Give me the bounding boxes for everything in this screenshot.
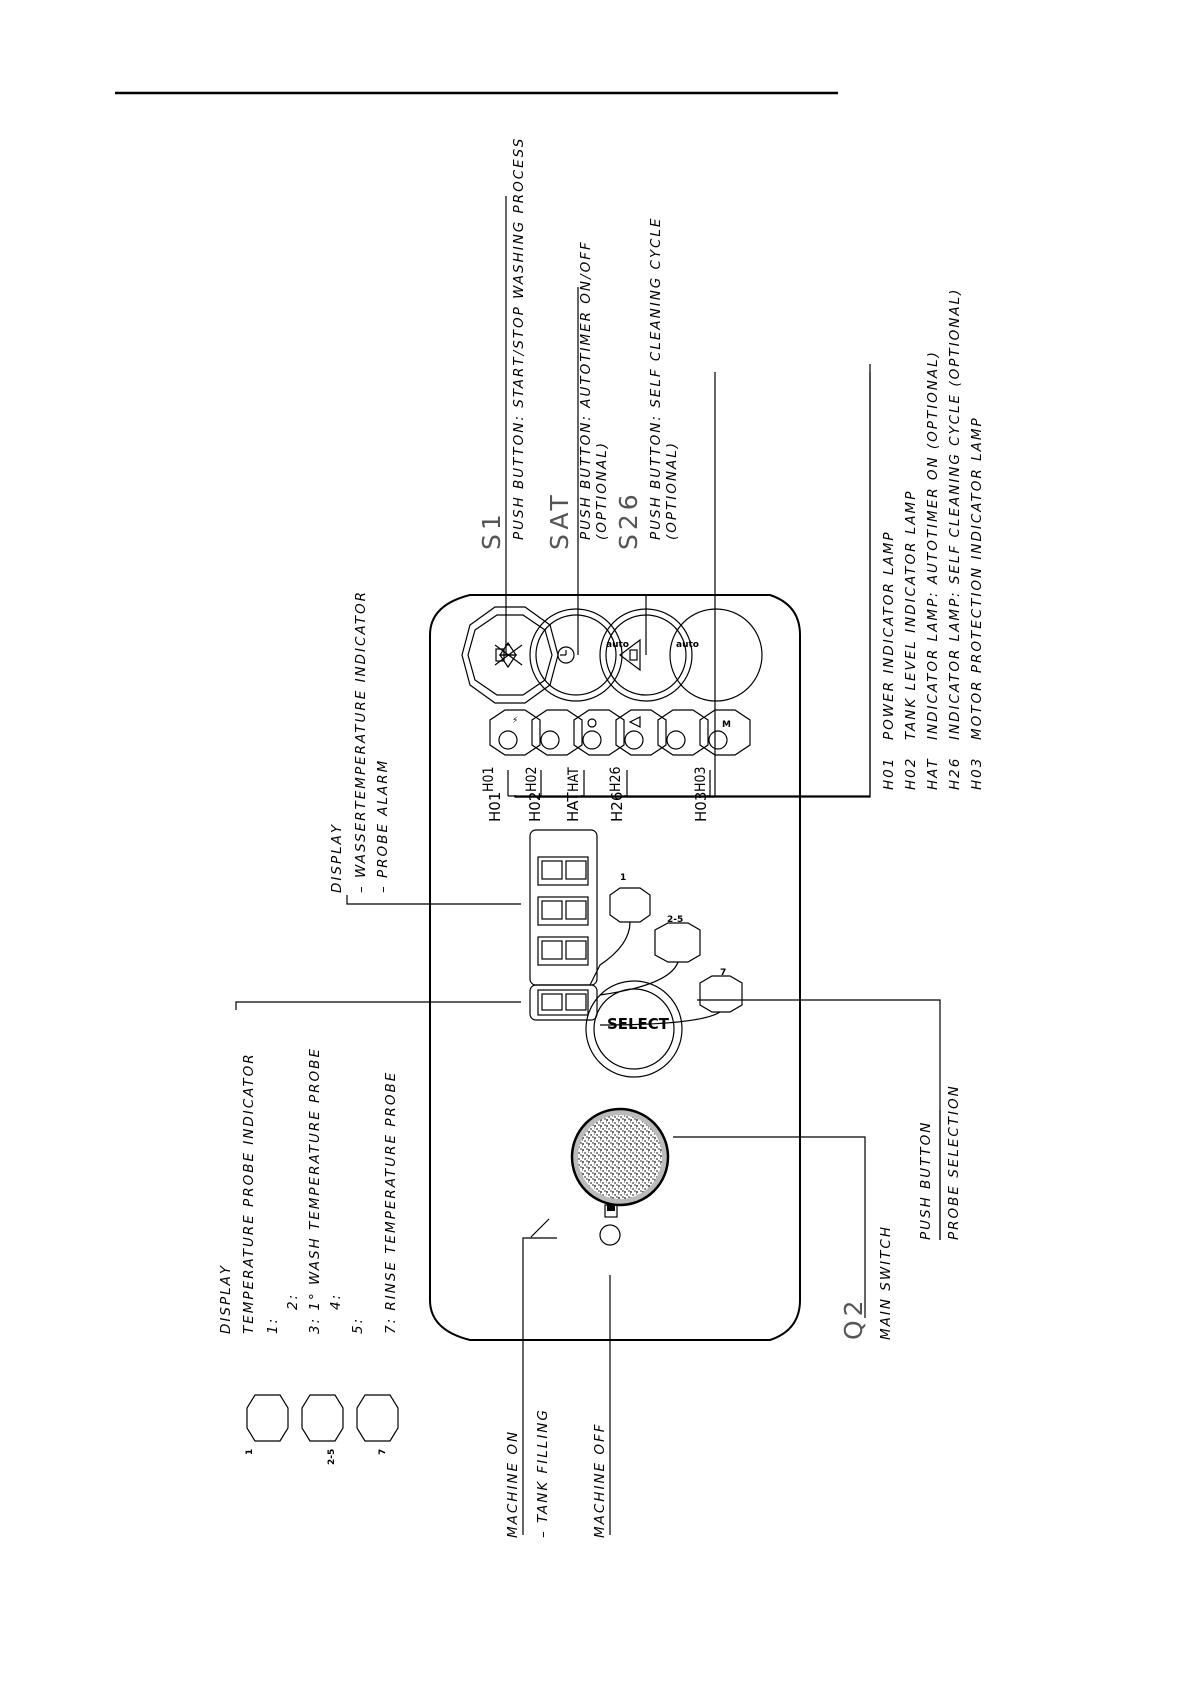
probe-line-5: 5: [350, 1317, 366, 1334]
probe-display [529, 984, 598, 1021]
svg-text:2-5: 2-5 [667, 915, 683, 925]
probe-symbol-legend: 1 2-5 7 [245, 1394, 399, 1465]
probe-indicators: 1 2-5 7 [589, 873, 743, 1026]
lamp-desc-3: INDICATOR LAMP: AUTOTIMER ON (OPTIONAL) [925, 350, 941, 740]
probe-line-4: 4: [328, 1293, 344, 1310]
leader-display [346, 895, 521, 905]
blank-button[interactable] [669, 608, 763, 702]
svg-text:7: 7 [720, 968, 726, 978]
main-switch-label: MAIN SWITCH [878, 1225, 894, 1340]
auto-label-1: auto [606, 640, 629, 650]
probe-line-3: 3: 1° WASH TEMPERATURE PROBE [307, 1047, 323, 1334]
s26-desc-2: (OPTIONAL) [664, 441, 680, 540]
display-main-title: DISPLAY [329, 823, 345, 893]
svg-text:2-5: 2-5 [327, 1449, 337, 1465]
panel-code-h02: H02 [526, 792, 544, 822]
lamp-code-3: HAT [925, 757, 941, 790]
lamp-desc-5: MOTOR PROTECTION INDICATOR LAMP [969, 416, 985, 740]
lamp-desc-1: POWER INDICATOR LAMP [881, 530, 897, 740]
lamp-desc-4: INDICATOR LAMP: SELF CLEANING CYCLE (OPT… [947, 288, 963, 740]
control-panel [429, 594, 801, 1341]
code-h03: H03 [693, 767, 709, 793]
tank-filling-label: – TANK FILLING [535, 1408, 551, 1538]
lamp-desc-2: TANK LEVEL INDICATOR LAMP [903, 490, 919, 740]
panel-code-h01: H01 [486, 792, 504, 822]
lamp-blank [657, 709, 709, 756]
lamp-code-5: H03 [969, 757, 985, 790]
lamp-h02 [531, 709, 583, 756]
s1-code: S1 [477, 510, 506, 550]
lamp-h03: M [699, 709, 751, 756]
main-switch[interactable] [570, 1107, 670, 1218]
probe-line-2: 2: [285, 1293, 301, 1310]
svg-text:1: 1 [620, 873, 626, 883]
svg-text:7: 7 [378, 1449, 388, 1455]
leader-lamps [508, 364, 871, 797]
machine-on-mark [530, 1218, 550, 1238]
sat-desc-2: (OPTIONAL) [594, 441, 610, 540]
code-h26: H26 [608, 767, 624, 793]
display-probe-title: DISPLAY [218, 1264, 234, 1334]
lamp-h01: ⚡ [489, 709, 541, 756]
svg-text:SELECT: SELECT [607, 1015, 670, 1033]
panel-code-hat: HAT [564, 792, 582, 822]
q2-code: Q2 [839, 1296, 868, 1340]
push-button-label: PUSH BUTTON [918, 1121, 934, 1240]
lamp-code-1: H01 [881, 757, 897, 790]
leader-probe-display [235, 1001, 521, 1010]
auto-label-2: auto [676, 640, 699, 650]
svg-text:⚡: ⚡ [512, 716, 518, 726]
code-hat: HAT [566, 767, 582, 792]
machine-off-mark [599, 1224, 621, 1246]
s1-desc: PUSH BUTTON: START/STOP WASHING PROCESS [511, 137, 527, 540]
lamp-code-2: H02 [903, 757, 919, 790]
display-main-item-1: – WASSERTEMPERATURE INDICATOR [353, 590, 369, 893]
probe-selection-label: PROBE SELECTION [946, 1084, 962, 1240]
svg-text:1: 1 [245, 1449, 255, 1455]
lamp-h26 [615, 709, 667, 756]
leader-main-switch [673, 1136, 866, 1318]
sat-desc-1: PUSH BUTTON: AUTOTIMER ON/OFF [578, 240, 594, 540]
probe-line-7: 7: RINSE TEMPERATURE PROBE [383, 1071, 399, 1334]
s26-code: S26 [614, 490, 643, 550]
leader-select [697, 999, 941, 1240]
display-main-item-2: – PROBE ALARM [375, 759, 391, 893]
lamp-code-4: H26 [947, 757, 963, 790]
machine-on-label: MACHINE ON [505, 1430, 521, 1538]
main-display [529, 829, 598, 986]
select-button[interactable]: SELECT [585, 980, 683, 1078]
s26-desc-1: PUSH BUTTON: SELF CLEANING CYCLE [648, 217, 664, 540]
code-h01: H01 [481, 767, 497, 793]
display-probe-subtitle: TEMPERATURE PROBE INDICATOR [241, 1052, 257, 1334]
s1-button[interactable] [461, 606, 559, 704]
code-h02: H02 [524, 767, 540, 793]
panel-code-h26: H26 [608, 792, 626, 822]
sat-code: SAT [545, 491, 574, 550]
svg-text:M: M [722, 720, 731, 730]
leader-machine-on [522, 1237, 557, 1535]
lamp-hat [573, 709, 625, 756]
probe-line-1: 1: [265, 1317, 281, 1334]
machine-off-label: MACHINE OFF [592, 1422, 608, 1538]
sat-button[interactable] [529, 608, 623, 702]
panel-code-h03: H03 [692, 792, 710, 822]
